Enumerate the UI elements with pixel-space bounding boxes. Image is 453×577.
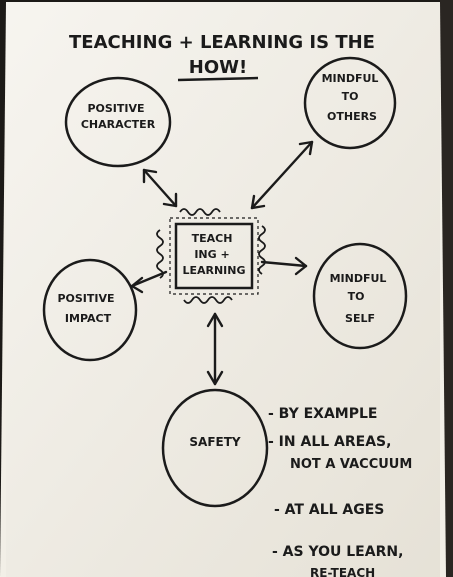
title-line-1: TEACHING + LEARNING IS THE [69, 32, 375, 53]
mindful-to-others-line-3: OTHERS [327, 110, 377, 123]
mindful-to-others-line-2: TO [342, 90, 359, 103]
arrow-head-positive-impact [130, 276, 144, 294]
mindful-to-others-line-1: MINDFUL [322, 72, 379, 85]
center-box-right-wave [258, 225, 266, 275]
mindful-to-self-circle [312, 242, 408, 350]
center-line-2: ING + [194, 248, 229, 261]
arrow-to-positive-impact [130, 270, 168, 288]
arrow-head-safety-top [206, 312, 224, 328]
center-box-squiggle [169, 217, 259, 295]
note-item-4b: RE-TEACH [310, 566, 375, 577]
positive-impact-circle [42, 258, 138, 362]
safety-circle [161, 388, 269, 508]
mindful-to-self-line-1: MINDFUL [330, 272, 387, 285]
positive-character-circle [64, 76, 172, 168]
arrow-head-center-b [250, 194, 266, 210]
note-item-2b: NOT A VACCUUM [290, 457, 412, 472]
positive-character-line-1: POSITIVE [87, 102, 144, 115]
center-box-bottom-wave [183, 296, 233, 304]
center-box-left-wave [156, 229, 164, 279]
arrow-head-mindful-self [294, 256, 308, 276]
positive-impact-line-1: POSITIVE [57, 292, 114, 305]
title-underline [177, 76, 259, 82]
center-box [174, 222, 254, 290]
positive-character-line-2: CHARACTER [81, 118, 156, 131]
title-line-2: HOW! [189, 57, 247, 78]
arrow-head-mindful-others [298, 140, 314, 156]
note-item-1: - BY EXAMPLE [268, 406, 377, 422]
center-line-3: LEARNING [182, 264, 245, 277]
arrow-to-mindful-self [260, 260, 308, 268]
safety-label: SAFETY [189, 435, 241, 449]
arrow-head-safety-bottom [206, 370, 224, 386]
arrow-to-mindful-others [250, 140, 314, 210]
arrow-head-positive-character [142, 168, 158, 184]
note-item-2a: - IN ALL AREAS, [268, 434, 391, 450]
note-item-4a: - AS YOU LEARN, [272, 544, 403, 560]
arrow-head-center-a [162, 192, 178, 208]
paper-shading [6, 2, 440, 577]
arrow-to-positive-character [142, 168, 178, 208]
center-line-1: TEACH [192, 232, 233, 245]
mindful-to-self-line-3: SELF [345, 312, 375, 325]
note-item-3: - AT ALL AGES [274, 502, 384, 518]
mindful-to-others-circle [303, 56, 397, 150]
positive-impact-line-2: IMPACT [65, 312, 112, 325]
center-box-top-wave [179, 208, 221, 216]
mindful-to-self-line-2: TO [348, 290, 365, 303]
